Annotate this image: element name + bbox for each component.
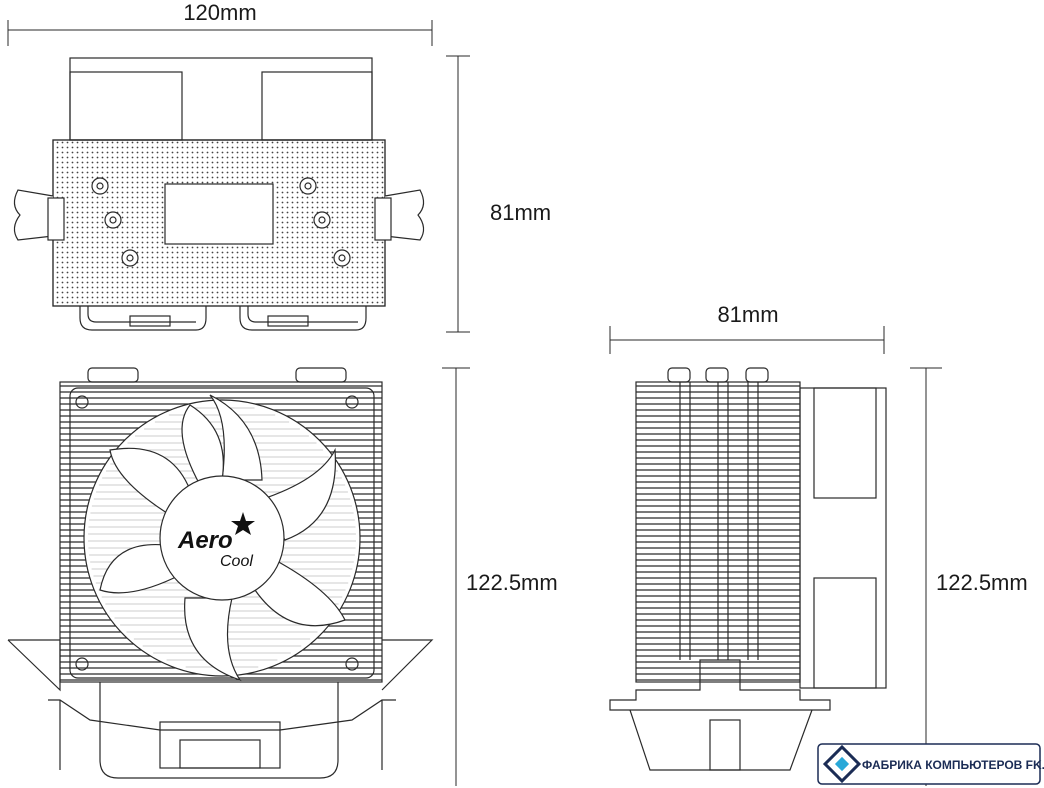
top-screws <box>91 177 351 267</box>
front-fin-stack <box>59 381 383 683</box>
brand-star-icon <box>231 512 255 535</box>
front-fan-hub <box>159 475 285 601</box>
dim-label-side-width: 81mm <box>717 302 778 327</box>
top-fan-frame <box>69 57 373 141</box>
front-base <box>99 682 339 779</box>
front-view <box>7 367 434 779</box>
dimension-lines <box>7 20 942 786</box>
top-heatpipe-left <box>79 306 207 331</box>
top-center-plate <box>164 183 274 245</box>
side-view <box>609 367 887 771</box>
watermark-text: ФАБРИКА КОМПЬЮТЕРОВ FK.BY <box>862 758 1044 772</box>
watermark-logo-icon <box>822 744 862 784</box>
front-right-bracket <box>381 639 434 691</box>
front-pipe-tops-left <box>87 367 139 383</box>
dim-label-top-depth: 81mm <box>490 200 551 225</box>
top-heatpipe-right <box>239 306 367 331</box>
front-pipe-tops-right <box>295 367 347 383</box>
dim-label-top-width: 120mm <box>183 0 256 25</box>
top-left-clip <box>13 189 54 241</box>
top-view <box>13 57 425 331</box>
side-mount <box>609 659 831 711</box>
dim-label-side-height: 122.5mm <box>936 570 1028 595</box>
brand-line2: Cool <box>220 553 253 570</box>
front-fan-blades <box>99 394 346 682</box>
dim-label-front-height: 122.5mm <box>466 570 558 595</box>
side-heatpipes <box>679 382 759 660</box>
brand-line1: Aero <box>177 527 233 554</box>
front-left-bracket <box>7 639 61 692</box>
side-fan <box>799 387 887 689</box>
watermark: ФАБРИКА КОМПЬЮТЕРОВ FK.BY <box>817 743 1044 785</box>
aerocool-logo: Aero Cool <box>177 512 255 570</box>
top-right-clip <box>384 189 425 241</box>
front-fan-frame <box>69 387 375 679</box>
